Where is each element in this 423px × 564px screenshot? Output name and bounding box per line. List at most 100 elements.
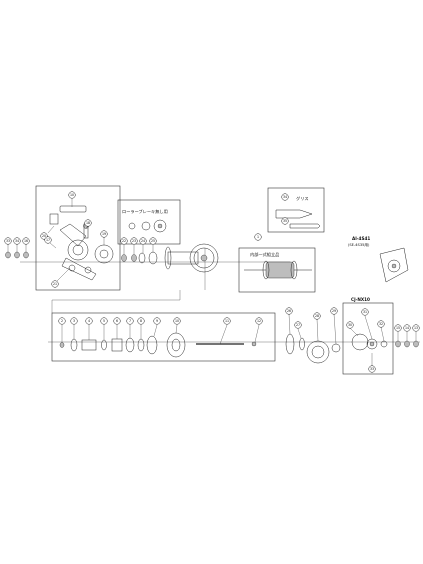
grease-label: グリス — [296, 195, 309, 202]
callout-circle — [368, 365, 376, 373]
callout-27: 27 — [294, 321, 302, 329]
right-washer-stack — [395, 340, 419, 348]
callout-circle — [100, 317, 108, 325]
callout-35: 35 — [281, 217, 289, 225]
callout-2: 2 — [58, 317, 66, 325]
callout-circle — [412, 324, 420, 332]
callout-circle — [70, 317, 78, 325]
callout-number: 35 — [283, 219, 287, 223]
roller-brake-note-label: ローラーブレーキ無し用 — [122, 208, 168, 215]
callout-number: 3 — [73, 319, 75, 323]
callout-circle — [44, 236, 52, 244]
callout-28: 28 — [313, 312, 321, 320]
callout-number: 32 — [379, 322, 383, 326]
callout-circle — [149, 237, 157, 245]
callout-circle — [377, 320, 385, 328]
callout-circle — [294, 321, 302, 329]
callout-number: 33 — [370, 367, 374, 371]
callout-22: 22 — [120, 237, 128, 245]
callout-number: 8 — [140, 319, 142, 323]
internal-assembly-illustration — [244, 260, 312, 280]
grease-tube-illustration — [275, 209, 321, 229]
callout-number: 14 — [405, 326, 409, 330]
callout-number: 11 — [225, 319, 229, 323]
callout-circle — [361, 308, 369, 316]
callout-number: 31 — [363, 310, 367, 314]
internal-assembly-label: 内部一式組立品 — [250, 251, 279, 258]
callout-number: 34 — [283, 195, 287, 199]
callout-circle — [403, 324, 411, 332]
callout-circle — [330, 307, 338, 315]
callout-number: 10 — [70, 193, 74, 197]
callout-10: 10 — [68, 191, 76, 199]
callout-number: 23 — [132, 239, 136, 243]
callout-circle — [126, 317, 134, 325]
callout-circle — [130, 237, 138, 245]
callout-circle — [281, 193, 289, 201]
callout-17: 17 — [44, 236, 52, 244]
callout-number: 25 — [151, 239, 155, 243]
callout-24: 24 — [139, 237, 147, 245]
callout-number: 13 — [414, 326, 418, 330]
callout-7: 7 — [126, 317, 134, 325]
callout-number: 6 — [116, 319, 118, 323]
callout-6: 6 — [113, 317, 121, 325]
callout-4: 4 — [85, 317, 93, 325]
callout-number: 1 — [257, 235, 259, 239]
callout-circle — [4, 237, 12, 245]
callout-number: 16 — [24, 239, 28, 243]
callout-5: 5 — [100, 317, 108, 325]
brake-arm-illustration — [49, 205, 114, 281]
callout-number: 20 — [42, 234, 46, 238]
callout-21: 21 — [51, 280, 59, 288]
callout-34: 34 — [13, 237, 21, 245]
callout-18: 18 — [84, 219, 92, 227]
callout-number: 5 — [103, 319, 105, 323]
callout-11: 11 — [223, 317, 231, 325]
callout-circle — [100, 230, 108, 238]
cj-nx10-frame — [342, 302, 394, 375]
callout-33: 33 — [4, 237, 12, 245]
callout-34: 34 — [281, 193, 289, 201]
callout-circle — [223, 317, 231, 325]
callout-10: 10 — [173, 317, 181, 325]
callout-19: 19 — [100, 230, 108, 238]
internal-assembly-frame — [238, 247, 316, 293]
callout-circle — [85, 317, 93, 325]
callout-30: 30 — [346, 321, 354, 329]
callout-number: 34 — [15, 239, 19, 243]
callout-number: 33 — [6, 239, 10, 243]
callout-number: 24 — [141, 239, 145, 243]
callout-number: 22 — [122, 239, 126, 243]
callout-number: 28 — [315, 314, 319, 318]
model-a-label: AI-4S41 — [352, 236, 370, 241]
callout-circle — [255, 317, 263, 325]
roller-brake-note-frame — [117, 199, 181, 245]
callout-number: 17 — [46, 238, 50, 242]
callout-33: 33 — [368, 365, 376, 373]
left-washer-stack — [5, 251, 29, 259]
callout-circle — [285, 307, 293, 315]
callout-16: 16 — [22, 237, 30, 245]
callout-circle — [313, 312, 321, 320]
model-b-label: CJ-NX10 — [351, 297, 370, 302]
callout-31: 31 — [361, 308, 369, 316]
internal-parts-row — [59, 332, 257, 358]
callout-leaders — [7, 199, 417, 366]
callout-circle — [113, 317, 121, 325]
callout-circle — [137, 317, 145, 325]
callout-circle — [254, 233, 262, 241]
callout-number: 21 — [53, 282, 57, 286]
callout-number: 26 — [287, 309, 291, 313]
callout-circle — [346, 321, 354, 329]
callout-circle — [139, 237, 147, 245]
callout-number: 4 — [88, 319, 90, 323]
callout-14: 14 — [403, 324, 411, 332]
callout-13: 13 — [412, 324, 420, 332]
cj-nx10-parts — [351, 333, 388, 351]
callout-circle — [281, 217, 289, 225]
callout-circle — [51, 280, 59, 288]
callout-number: 9 — [156, 319, 158, 323]
